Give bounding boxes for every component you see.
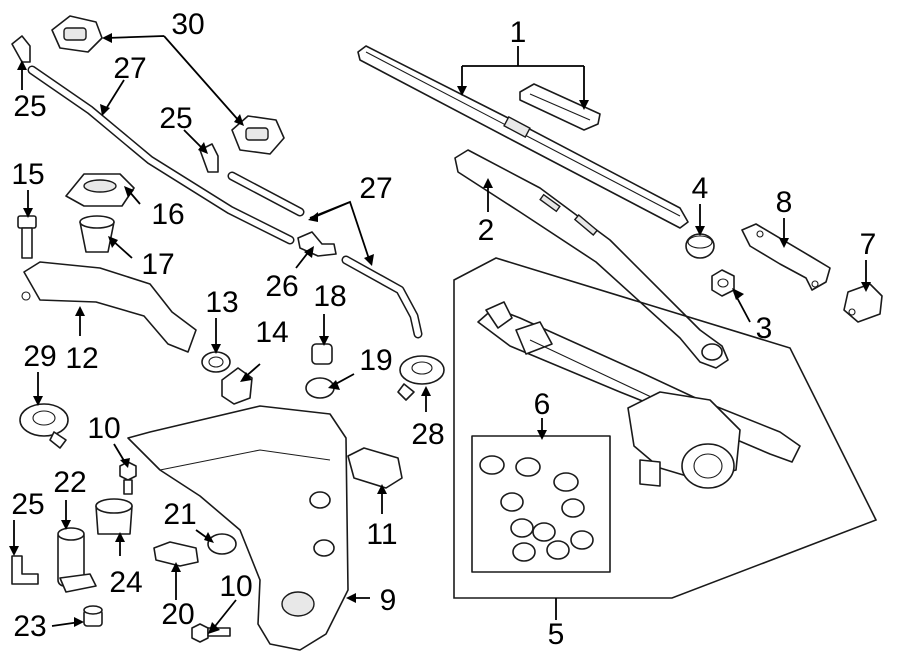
washer-hose-lower[interactable] xyxy=(341,255,423,339)
callout-14: 14 xyxy=(255,316,288,349)
callout-15: 15 xyxy=(11,158,44,191)
callout-3: 3 xyxy=(756,312,773,345)
pivot-cap[interactable] xyxy=(685,233,715,259)
grommet-21[interactable] xyxy=(207,533,237,555)
washer-hose-upper[interactable] xyxy=(227,171,305,217)
arm-nut[interactable] xyxy=(711,269,735,297)
callout-10-lower: 10 xyxy=(219,570,252,603)
pump-seal[interactable] xyxy=(95,498,133,535)
leader-lines xyxy=(13,35,867,631)
washer-hose-main[interactable] xyxy=(27,65,295,245)
hose-tee-connector[interactable] xyxy=(297,231,337,257)
callout-9: 9 xyxy=(380,584,397,617)
washer-nozzle-right[interactable] xyxy=(231,115,285,155)
callout-11: 11 xyxy=(366,518,397,551)
filler-pipe[interactable] xyxy=(21,261,197,353)
callout-29: 29 xyxy=(23,340,56,373)
callout-numbers: 1 2 3 4 5 6 7 8 9 10 10 11 12 13 14 15 1… xyxy=(11,8,876,651)
reservoir-bracket[interactable] xyxy=(347,447,403,489)
callout-6: 6 xyxy=(534,388,551,421)
callout-25-top: 25 xyxy=(13,90,46,123)
washer-reservoir[interactable] xyxy=(127,405,349,651)
washer-pump[interactable] xyxy=(57,527,97,593)
callout-25-middle: 25 xyxy=(159,102,192,135)
grommet-18[interactable] xyxy=(311,343,333,365)
callout-1: 1 xyxy=(510,16,527,49)
callout-30: 30 xyxy=(171,8,204,41)
callout-28: 28 xyxy=(411,418,444,451)
filler-neck-seal[interactable] xyxy=(79,215,115,253)
cowl-bracket[interactable] xyxy=(843,283,883,323)
callout-26: 26 xyxy=(265,270,298,303)
callout-22: 22 xyxy=(53,466,86,499)
bolt-15[interactable] xyxy=(17,215,37,259)
callout-23: 23 xyxy=(13,610,46,643)
hose-connector-top-left[interactable] xyxy=(11,35,31,63)
seal-13[interactable] xyxy=(201,351,231,373)
washer-nozzle-left[interactable] xyxy=(51,15,103,53)
drain-plug[interactable] xyxy=(83,605,103,627)
wiper-arm[interactable] xyxy=(454,149,729,369)
level-sensor[interactable] xyxy=(153,541,199,567)
callout-8: 8 xyxy=(776,186,793,219)
arrowheads xyxy=(9,33,871,634)
callout-21: 21 xyxy=(163,498,196,531)
callout-2: 2 xyxy=(478,214,495,247)
callout-19: 19 xyxy=(359,344,392,377)
callout-24: 24 xyxy=(109,566,142,599)
grommet-28[interactable] xyxy=(397,355,445,401)
wiper-motor[interactable] xyxy=(627,391,741,489)
callout-20: 20 xyxy=(161,598,194,631)
grommet-29[interactable] xyxy=(19,403,69,449)
callout-5: 5 xyxy=(548,618,565,651)
callout-27-left: 27 xyxy=(113,52,146,85)
callout-7: 7 xyxy=(860,228,877,261)
callout-27-right: 27 xyxy=(359,172,392,205)
callout-10-upper: 10 xyxy=(87,412,120,445)
callout-16: 16 xyxy=(151,198,184,231)
wiper-blade[interactable] xyxy=(357,45,689,229)
callout-18: 18 xyxy=(313,280,346,313)
hose-connector-pump[interactable] xyxy=(11,555,39,585)
bolt-10-lower[interactable] xyxy=(191,623,231,643)
callout-17: 17 xyxy=(141,248,174,281)
grommet-kit[interactable] xyxy=(471,435,611,573)
grommet-14[interactable] xyxy=(221,367,253,405)
callout-12: 12 xyxy=(65,342,98,375)
wiper-blade-adapter[interactable] xyxy=(519,83,601,131)
mounting-bracket[interactable] xyxy=(741,223,831,291)
callout-4: 4 xyxy=(692,172,709,205)
callout-25-lower: 25 xyxy=(11,488,44,521)
motor-linkage-boundary xyxy=(453,257,878,599)
filler-cap[interactable] xyxy=(65,173,135,207)
callout-13: 13 xyxy=(205,286,238,319)
